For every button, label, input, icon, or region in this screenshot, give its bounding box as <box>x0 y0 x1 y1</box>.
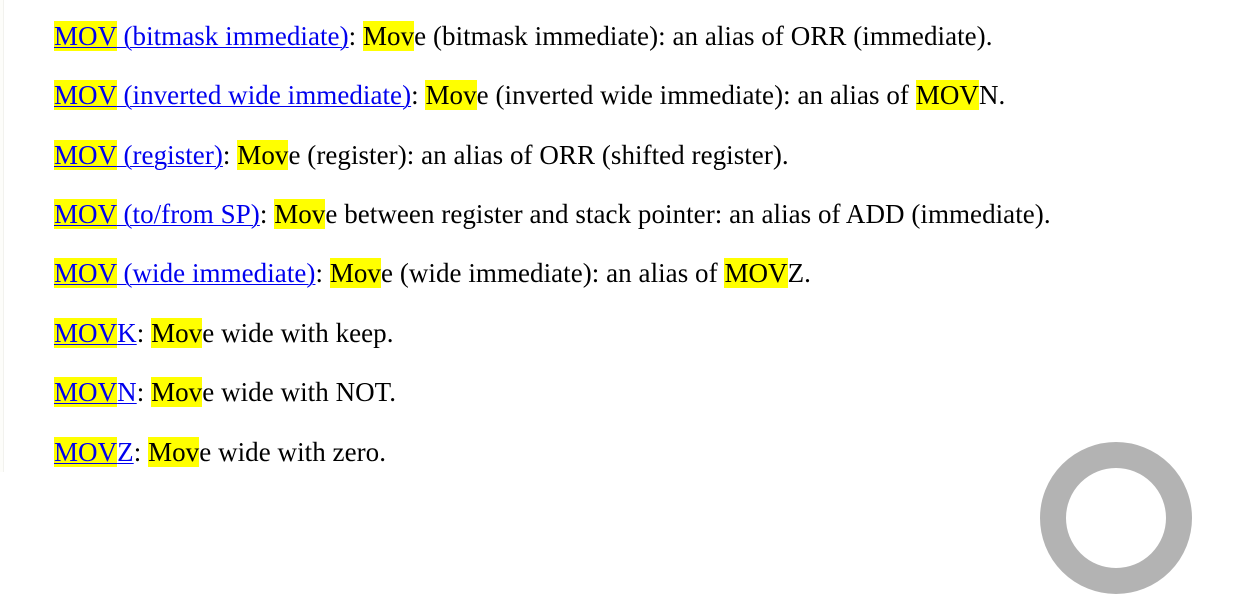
description-text: e (bitmask immediate): an alias of ORR (… <box>414 21 993 51</box>
search-highlight: MOV <box>54 199 117 229</box>
link-text-rest: K <box>117 318 137 348</box>
search-highlight: Mov <box>329 258 381 288</box>
instruction-link[interactable]: MOV (inverted wide immediate) <box>54 80 411 110</box>
list-item: MOVN: Move wide with NOT. <box>54 376 396 408</box>
instruction-link[interactable]: MOV (bitmask immediate) <box>54 21 349 51</box>
search-highlight: MOV <box>54 258 117 288</box>
separator: : <box>136 318 152 348</box>
link-text-rest: Z <box>117 437 134 467</box>
search-highlight: MOV <box>54 318 118 348</box>
link-text-rest: (inverted wide immediate) <box>116 80 412 110</box>
search-highlight: MOV <box>724 258 788 288</box>
search-highlight: Mov <box>274 199 326 229</box>
search-highlight: Mov <box>362 21 415 51</box>
link-text-rest: (wide immediate) <box>116 258 316 288</box>
separator: : <box>222 140 238 170</box>
separator: : <box>411 80 426 110</box>
description-text: e (register): an alias of ORR (shifted r… <box>288 140 789 170</box>
instruction-link[interactable]: MOVZ <box>54 437 134 467</box>
description-text: e wide with keep. <box>202 318 394 348</box>
instruction-link[interactable]: MOVK <box>54 318 137 348</box>
list-item: MOVZ: Move wide with zero. <box>54 436 386 468</box>
page-left-edge <box>0 0 4 472</box>
description-tail: Z. <box>787 258 811 288</box>
search-highlight: MOV <box>54 80 117 110</box>
search-highlight: Mov <box>151 377 203 407</box>
list-item: MOV (wide immediate): Move (wide immedia… <box>54 257 811 289</box>
search-highlight: Mov <box>425 80 477 110</box>
description-text: e wide with zero. <box>199 437 387 467</box>
link-text-rest: (register) <box>116 140 223 170</box>
description-text: e between register and stack pointer: an… <box>325 199 1051 229</box>
search-highlight: Mov <box>237 140 289 170</box>
list-item: MOV (inverted wide immediate): Move (inv… <box>54 79 1005 111</box>
search-highlight: Mov <box>151 318 203 348</box>
search-highlight: MOV <box>54 21 117 51</box>
document-body: MOV (bitmask immediate): Move (bitmask i… <box>54 20 1051 468</box>
search-highlight: MOV <box>54 140 117 170</box>
separator: : <box>133 437 149 467</box>
separator: : <box>315 258 330 288</box>
description-text: e (wide immediate): an alias of <box>380 258 725 288</box>
list-item: MOV (bitmask immediate): Move (bitmask i… <box>54 20 993 52</box>
instruction-link[interactable]: MOV (to/from SP) <box>54 199 260 229</box>
description-text: e wide with NOT. <box>202 377 397 407</box>
description-text: e (inverted wide immediate): an alias of <box>476 80 916 110</box>
description-tail: N. <box>978 80 1006 110</box>
search-highlight: Mov <box>148 437 200 467</box>
list-item: MOV (register): Move (register): an alia… <box>54 139 789 171</box>
separator: : <box>259 199 275 229</box>
search-highlight: MOV <box>54 377 118 407</box>
search-highlight: MOV <box>915 80 979 110</box>
instruction-link[interactable]: MOV (register) <box>54 140 223 170</box>
list-item: MOVK: Move wide with keep. <box>54 317 394 349</box>
instruction-link[interactable]: MOVN <box>54 377 137 407</box>
list-item: MOV (to/from SP): Move between register … <box>54 198 1051 230</box>
instruction-link[interactable]: MOV (wide immediate) <box>54 258 315 288</box>
link-text-rest: (bitmask immediate) <box>116 21 349 51</box>
link-text-rest: N <box>117 377 137 407</box>
separator: : <box>136 377 152 407</box>
search-highlight: MOV <box>54 437 118 467</box>
link-text-rest: (to/from SP) <box>116 199 260 229</box>
separator: : <box>348 21 363 51</box>
